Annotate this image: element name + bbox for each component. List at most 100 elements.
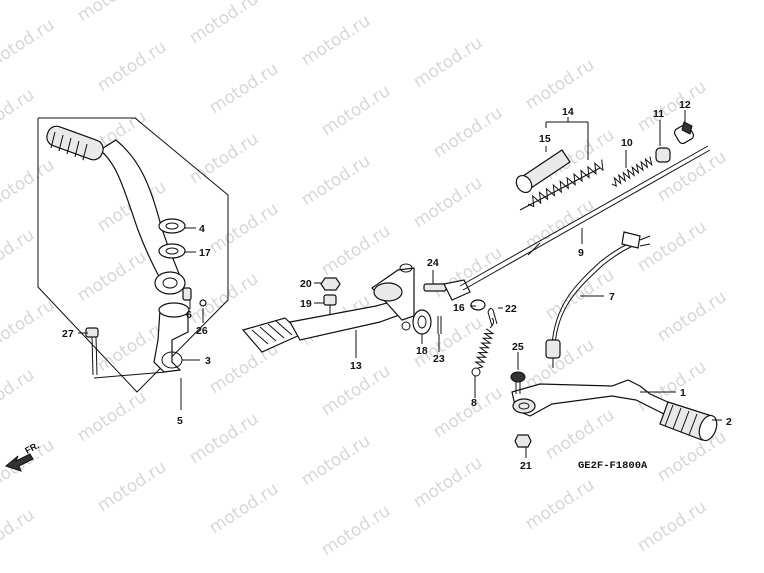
callout-1: 1 [680,387,686,399]
pin-6 [182,287,192,301]
watermark-text: motod.ru [318,501,394,560]
kick-grip [46,125,104,161]
callout-5: 5 [177,415,183,427]
callout-15: 15 [539,133,551,145]
kick-joint [153,309,189,373]
spring-pin-22 [487,307,498,327]
watermark-text: motod.ru [0,295,58,354]
switch-cable-7 [551,241,633,346]
circlip-4 [158,218,186,234]
pivot-bore [373,282,403,302]
group-outline [37,117,229,393]
watermark-text: motod.ru [542,125,618,184]
collar-15 [515,149,571,194]
watermark-text: motod.ru [318,81,394,140]
washer-16 [470,299,486,311]
watermark-text: motod.ru [94,37,170,96]
leader-lines [78,110,722,458]
callout-2: 2 [726,416,732,428]
watermark-text: motod.ru [206,59,282,118]
gear-change-group [510,371,718,448]
watermark-text: motod.ru [0,85,38,144]
callout-21: 21 [520,460,532,472]
watermark-text: motod.ru [186,409,262,468]
callout-16: 16 [453,302,465,314]
adjust-nut-12 [673,121,695,145]
callout-13: 13 [350,360,362,372]
diagram-code: GE2F-F1800A [578,460,648,472]
watermark-text: motod.ru [186,129,262,188]
watermark-text: motod.ru [634,77,710,136]
bolt-19 [323,294,337,306]
brake-pedal-group [241,263,498,353]
callout-4: 4 [199,223,205,235]
watermark-text: motod.ru [634,217,710,276]
ball-26 [199,299,207,307]
watermark-text: motod.ru [206,479,282,538]
callout-10: 10 [621,137,633,149]
callout-7: 7 [609,291,615,303]
callout-6: 6 [186,309,192,321]
watermark-text: motod.ru [74,247,150,306]
callout-22: 22 [505,303,517,315]
watermark-text: motod.ru [430,103,506,162]
watermark-text: motod.ru [542,405,618,464]
nut-20 [320,277,341,291]
callout-17: 17 [199,247,211,259]
watermark-text: motod.ru [186,0,262,48]
callout-9: 9 [578,247,584,259]
callout-27: 27 [62,328,74,340]
nut-21 [514,434,532,448]
watermark-text: motod.ru [410,33,486,92]
bolt-27 [85,327,99,376]
spring-14 [519,159,604,211]
watermark-text: motod.ru [206,199,282,258]
watermark-text: motod.ru [654,287,730,346]
watermark-text: motod.ru [522,55,598,114]
stop-switch [545,339,561,359]
callout-8: 8 [471,397,477,409]
watermark-text: motod.ru [94,457,170,516]
watermark-text: motod.ru [542,265,618,324]
watermark-text: motod.ru [298,431,374,490]
callout-26: 26 [196,325,208,337]
callout-25: 25 [512,341,524,353]
pin-24 [423,283,447,292]
spring-10 [611,156,653,188]
callout-3: 3 [205,355,211,367]
watermark-layer: motod.ru motod.ru motod.ru motod.ru motod.ru… [0,0,730,564]
kick-pivot-eye [154,271,186,295]
callout-labels: 1 2 3 4 5 6 7 8 9 10 11 12 13 14 15 16 1… [62,99,732,472]
callout-24: 24 [427,257,439,269]
watermark-text: motod.ru [522,475,598,534]
callout-18: 18 [416,345,428,357]
watermark-text: motod.ru [186,269,262,328]
stop-spring-8 [471,317,495,377]
watermark-text: motod.ru [318,221,394,280]
stop-switch-group [545,231,651,368]
callout-14: 14 [562,106,574,118]
kick-starter-group [37,117,229,393]
watermark-text: motod.ru [0,15,58,74]
watermark-text: motod.ru [0,365,38,424]
washer-17 [158,243,186,259]
watermark-text: motod.ru [298,11,374,70]
brake-rod-joint [443,279,471,301]
watermark-text: motod.ru [0,225,38,284]
watermark-text: motod.ru [74,0,150,26]
brake-rod-9 [459,145,709,287]
bolt-25 [510,371,526,394]
watermark-text: motod.ru [298,151,374,210]
pedal-rubber-2 [659,401,718,442]
seal-18 [412,309,432,335]
collar-11 [655,147,671,163]
callout-12: 12 [679,99,691,111]
watermark-text: motod.ru [410,173,486,232]
callout-19: 19 [300,298,312,310]
watermark-text: motod.ru [430,383,506,442]
change-pedal-boss [512,398,536,414]
brake-rod-group [459,121,711,377]
watermark-text: motod.ru [634,497,710,556]
watermark-text: motod.ru [410,453,486,512]
